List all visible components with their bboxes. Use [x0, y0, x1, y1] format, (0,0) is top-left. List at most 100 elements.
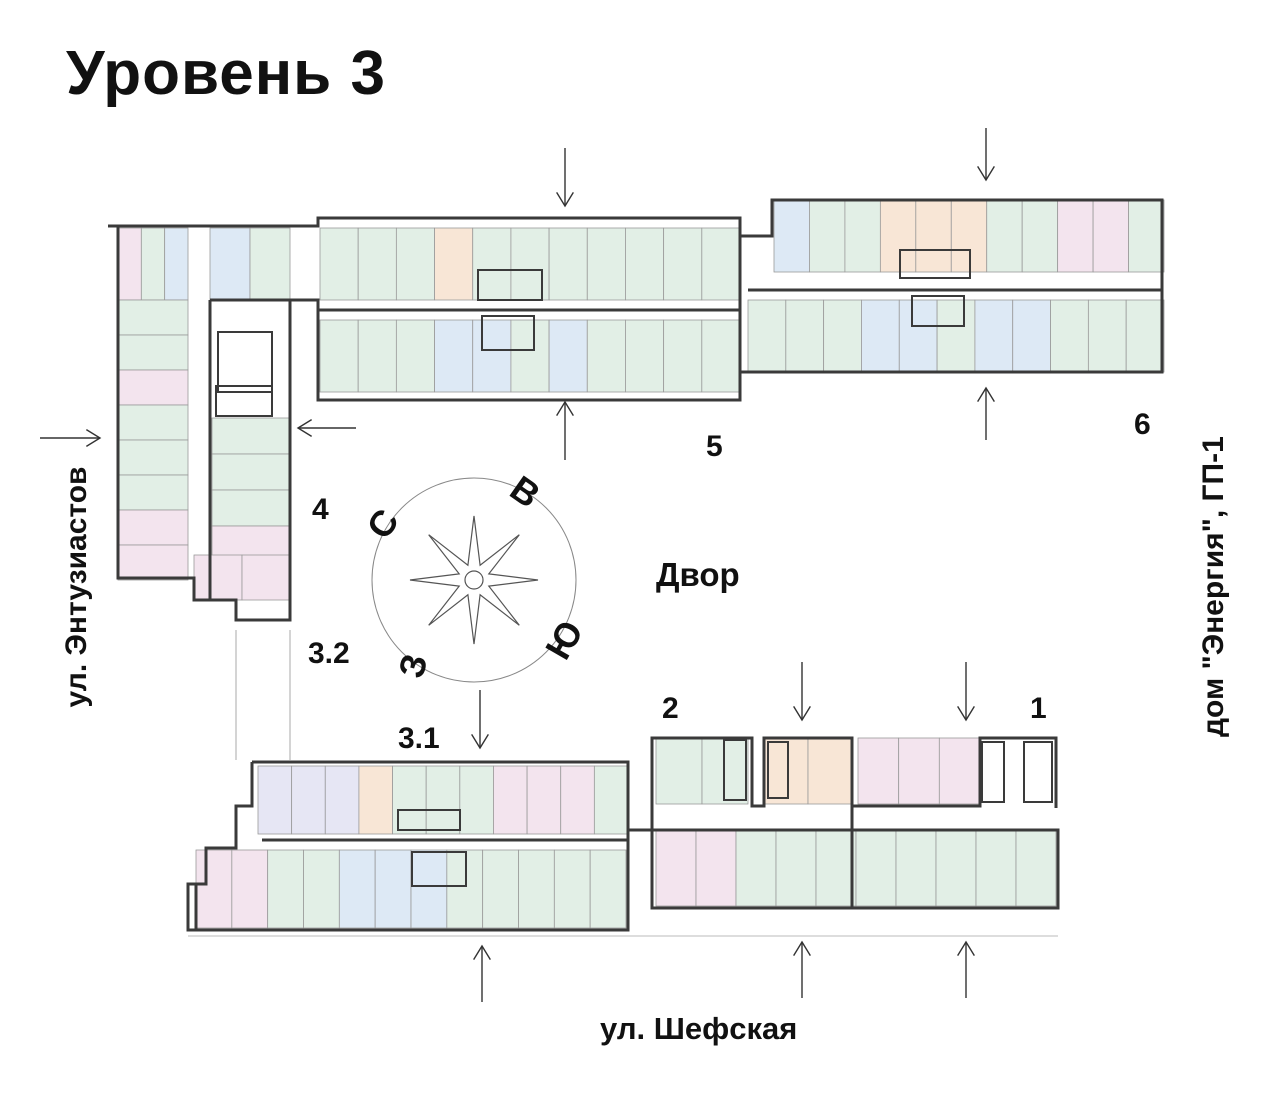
apartment-cell: [701, 319, 741, 393]
apartment-cell: [1087, 299, 1127, 373]
apartment-cell: [548, 227, 588, 301]
wall: [252, 736, 1058, 832]
core: [899, 249, 971, 279]
core: [477, 269, 543, 301]
apartment-cell: [395, 319, 435, 393]
apartments-layer: [117, 199, 1165, 929]
apartment-cell: [231, 849, 269, 929]
apartment-cell: [895, 829, 937, 907]
apartment-cell: [1125, 299, 1165, 373]
apartment-cell: [1021, 199, 1059, 273]
compass-rose: [371, 477, 577, 683]
street-shefskaya-label: ул. Шефская: [600, 1011, 798, 1046]
section-label-1: 1: [1030, 692, 1047, 725]
house-energiya-label: дом "Энергия", ГП-1: [1197, 436, 1230, 737]
core: [411, 851, 467, 887]
section-label-3-2: 3.2: [308, 637, 350, 670]
apartment-cell: [695, 829, 737, 907]
entrance-arrow-head: [793, 940, 811, 957]
apartment-cell: [267, 849, 304, 929]
apartment-cell: [975, 829, 1017, 907]
apartment-cell: [625, 227, 665, 301]
core: [397, 809, 461, 831]
apartment-cell: [560, 765, 595, 835]
apartment-cell: [844, 199, 881, 273]
apartment-cell: [935, 829, 977, 907]
apartment-cell: [410, 849, 448, 929]
apartment-cell: [879, 199, 917, 273]
apartment-cell: [1128, 199, 1165, 273]
entrance-arrow-head: [957, 940, 975, 957]
apartment-cell: [482, 849, 519, 929]
apartment-cell: [974, 299, 1014, 373]
apartment-cell: [249, 227, 291, 301]
section-label-2: 2: [662, 692, 679, 725]
wall: [208, 298, 290, 600]
apartment-cell: [395, 227, 435, 301]
apartment-cell: [809, 199, 846, 273]
apartment-cell: [1092, 199, 1129, 273]
core: [481, 315, 535, 351]
gallery-line: [235, 630, 291, 760]
apartment-cell: [209, 227, 251, 301]
apartment-cell: [319, 319, 359, 393]
core: [217, 331, 273, 393]
courtyard-label: Двор: [656, 556, 740, 593]
apartment-cell: [936, 299, 976, 373]
compass-center: [464, 570, 484, 590]
apartment-cell: [117, 544, 189, 581]
apartment-cell: [1015, 829, 1057, 907]
core: [723, 739, 747, 801]
core: [981, 741, 1005, 803]
apartment-cell: [324, 765, 360, 835]
apartment-cell: [117, 227, 142, 301]
apartment-cell: [358, 765, 393, 835]
apartment-cell: [775, 829, 817, 907]
entrance-arrow-head: [473, 944, 491, 961]
apartment-cell: [915, 199, 952, 273]
apartment-cell: [195, 849, 233, 929]
apartment-cell: [164, 227, 189, 301]
entrance-arrow-head: [977, 386, 995, 403]
apartment-cell: [586, 227, 626, 301]
apartment-cell: [510, 227, 550, 301]
apartment-cell: [510, 319, 550, 393]
section-label-3-1: 3.1: [398, 722, 440, 755]
apartment-cell: [472, 319, 512, 393]
apartment-cell: [117, 439, 189, 476]
apartment-cell: [861, 299, 900, 373]
apartment-cell: [319, 227, 359, 301]
apartment-cell: [898, 737, 940, 805]
apartment-cell: [625, 319, 665, 393]
apartment-cell: [553, 849, 591, 929]
apartment-cell: [701, 227, 741, 301]
apartment-cell: [938, 737, 981, 805]
apartment-cell: [663, 319, 703, 393]
apartment-cell: [898, 299, 938, 373]
apartment-cell: [434, 227, 474, 301]
apartment-cell: [117, 474, 189, 511]
apartment-cell: [747, 299, 787, 373]
apartment-cell: [1057, 199, 1094, 273]
apartment-cell: [357, 227, 397, 301]
compass-star: [409, 515, 539, 645]
wall: [740, 198, 1164, 374]
entrance-arrow-head: [977, 165, 995, 182]
apartment-cell: [1050, 299, 1089, 373]
apartment-cell: [117, 299, 189, 336]
apartment-cell: [815, 829, 857, 907]
apartment-cell: [117, 369, 189, 406]
apartment-cell: [140, 227, 166, 301]
apartment-cell: [655, 829, 697, 907]
compass-ring: [371, 477, 577, 683]
apartment-cell: [446, 849, 484, 929]
core: [215, 385, 273, 417]
apartment-cell: [357, 319, 397, 393]
apartment-cell: [241, 554, 291, 601]
apartment-cell: [823, 299, 862, 373]
entrance-arrow-head: [556, 191, 574, 208]
wall: [650, 828, 1060, 910]
apartment-cell: [425, 765, 461, 835]
apartment-cell: [586, 319, 626, 393]
